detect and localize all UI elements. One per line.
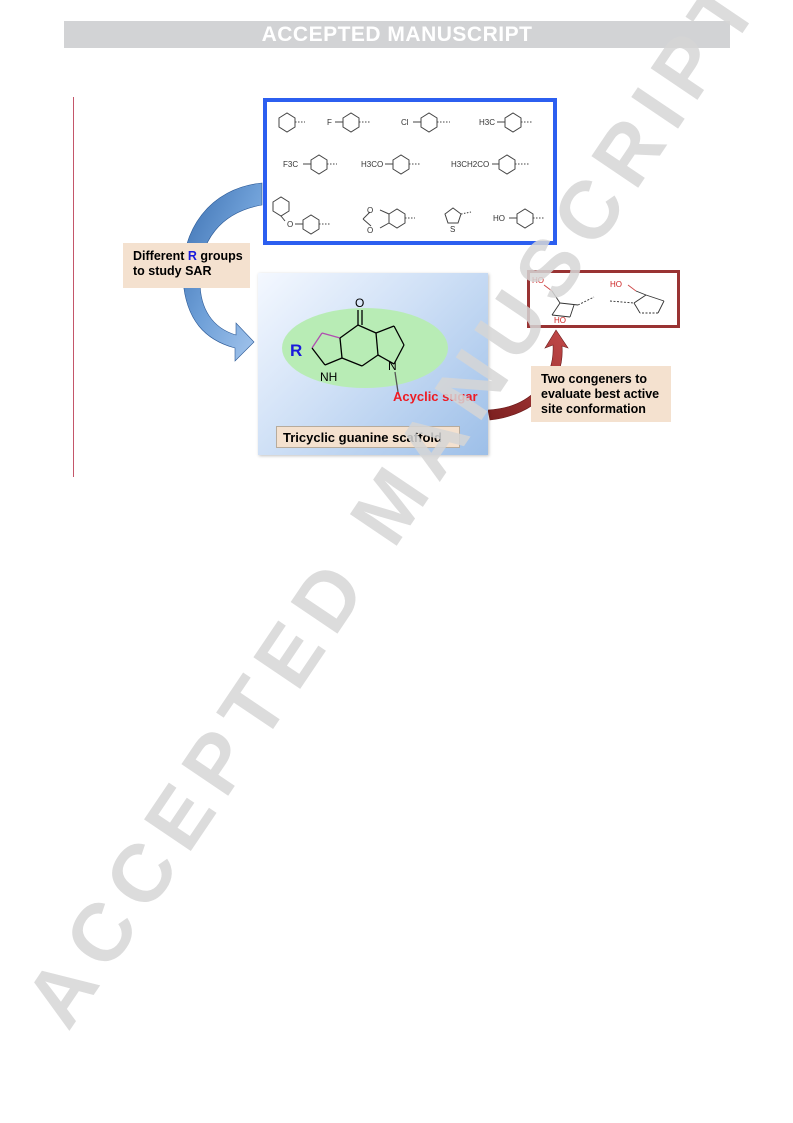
sub-och3-label: H3CO (361, 160, 383, 169)
sub-dioxole-o2-label: O (367, 226, 373, 235)
cong-line3: site conformation (541, 402, 646, 416)
carbonyl-o-label: O (355, 296, 364, 310)
sub-thiophene-s-label: S (450, 225, 455, 234)
substituents-box: F Cl H3C F3C H3CO H3CH2CO O O O S HO (263, 98, 557, 245)
scaffold-oval (282, 308, 448, 388)
cong-line2: evaluate best active (541, 387, 660, 401)
congeners-note: Two congeners to evaluate best active si… (531, 366, 671, 422)
sugar-structures: HO HO HO (532, 276, 665, 325)
sub-ch3-label: H3C (479, 118, 495, 127)
acyclic-sugar-label: Acyclic sugar (393, 389, 478, 404)
r-group-label: R (290, 341, 302, 360)
sugar-ho-2: HO (610, 280, 622, 289)
sugar-congeners-box: HO HO HO (527, 270, 680, 328)
sub-cl-label: Cl (401, 118, 409, 127)
n9-label: N (388, 359, 397, 373)
sub-phenoxy-o-label: O (287, 220, 293, 229)
sub-ho-label: HO (493, 214, 505, 223)
scaffold-label: Tricyclic guanine scaffold (276, 426, 460, 448)
sub-oet-label: H3CH2CO (451, 160, 489, 169)
sugar-ho-1: HO (532, 276, 544, 285)
cong-line1: Two congeners to (541, 372, 648, 386)
r-note-prefix: Different (133, 249, 188, 263)
r-note-suffix: groups (196, 249, 243, 263)
substituent-structures: F Cl H3C F3C H3CO H3CH2CO O O O S HO (272, 112, 545, 235)
sub-cf3-label: F3C (283, 160, 298, 169)
r-groups-note: Different R groups to study SAR (123, 243, 250, 288)
sub-f-label: F (327, 118, 332, 127)
page-banner: ACCEPTED MANUSCRIPT (64, 21, 730, 48)
nh-label: NH (320, 370, 337, 384)
sugar-ho-3: HO (554, 316, 566, 325)
r-note-r-letter: R (187, 249, 197, 263)
r-note-line2: to study SAR (133, 264, 212, 278)
margin-rule (73, 97, 74, 477)
sub-dioxole-o1-label: O (367, 206, 373, 215)
